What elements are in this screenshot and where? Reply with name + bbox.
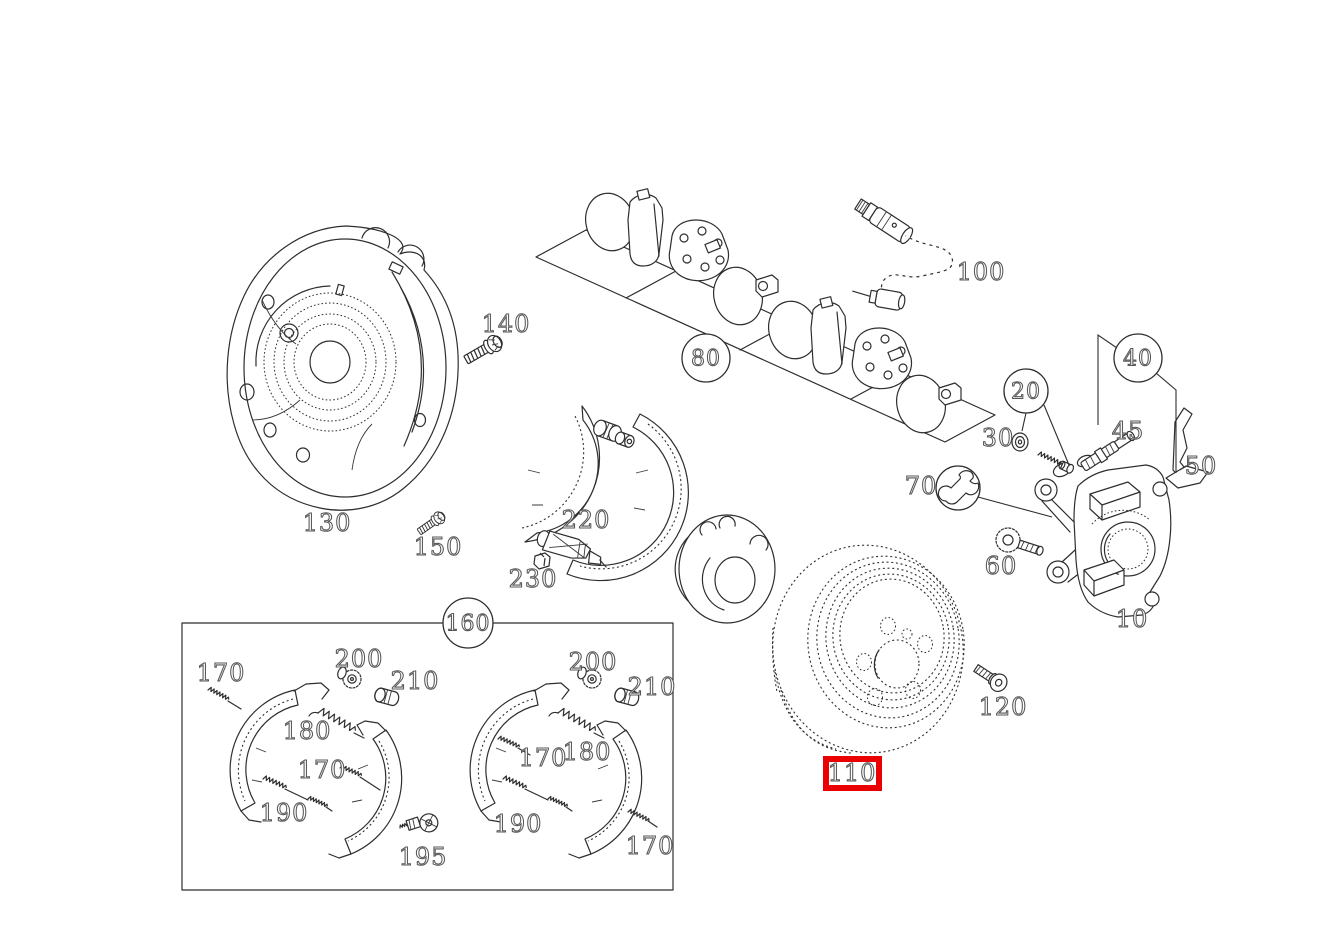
callout-circle-80[interactable] [681,333,731,383]
brake-pads-assembly [535,188,996,443]
part-label-120[interactable]: 120 [978,692,1028,721]
part-label-80[interactable]: 80 [690,346,721,372]
part-label-130[interactable]: 130 [302,508,352,537]
shoe-kit-box [181,622,674,891]
adjuster-nut [614,431,635,448]
part-label-110-selected[interactable]: 110 [827,758,877,787]
bleeder-parts-drawing [1011,432,1075,474]
callout-circle-40[interactable] [1113,333,1163,383]
wrench-icon [937,470,980,505]
part-label-200-right[interactable]: 200 [568,647,618,676]
shoe-kit-core-left [229,666,403,859]
caliper-drawing [1034,454,1172,618]
part-label-230[interactable]: 230 [508,564,558,593]
hub-flange-drawing [674,514,776,624]
wear-sensor-drawing [852,198,954,311]
adjuster-barrel [593,419,622,442]
part-label-190-right[interactable]: 190 [493,809,543,838]
part-label-45[interactable]: 45 [1111,416,1145,445]
expander-195-drawing [398,813,439,833]
part-label-170-lower-right[interactable]: 170 [625,831,675,860]
part-label-40[interactable]: 40 [1122,346,1153,372]
leader-lines [977,333,1177,518]
part-label-150[interactable]: 150 [413,532,463,561]
part-label-50[interactable]: 50 [1184,451,1218,480]
brake-disc-drawing [771,544,965,754]
part-label-220[interactable]: 220 [561,505,611,534]
expander-lock-drawing [536,530,607,568]
bolt-60-drawing [995,527,1044,556]
spring-clip-50-drawing [1165,407,1209,489]
part-label-160[interactable]: 160 [445,611,491,637]
part-label-100[interactable]: 100 [956,257,1006,286]
part-label-200-left[interactable]: 200 [334,644,384,673]
guide-bolt-45-drawing [1080,430,1136,472]
part-label-20[interactable]: 20 [1010,379,1041,405]
part-label-170-mid-left[interactable]: 170 [297,755,347,784]
part-label-210-left[interactable]: 210 [390,666,440,695]
callout-circle-20[interactable] [1003,368,1049,414]
callout-circle-160[interactable] [442,597,494,649]
part-label-70[interactable]: 70 [904,471,938,500]
part-label-140[interactable]: 140 [481,309,531,338]
part-label-10[interactable]: 10 [1115,604,1149,633]
parking-brake-shoe-ring [521,405,689,582]
part-label-195[interactable]: 195 [398,842,448,871]
part-label-30[interactable]: 30 [981,423,1015,452]
screw-120-drawing [973,664,1008,693]
part-label-170-upper-left[interactable]: 170 [196,658,246,687]
part-label-190-left[interactable]: 190 [259,798,309,827]
part-label-180-right[interactable]: 180 [562,737,612,766]
kit-left-extras [207,686,439,833]
part-label-180-left[interactable]: 180 [282,716,332,745]
pad-set [585,188,962,434]
part-label-60[interactable]: 60 [984,551,1018,580]
part-label-210-right[interactable]: 210 [627,672,677,701]
backing-plate-drawing [226,225,459,511]
highlight-box [823,756,882,791]
part-label-170-mid-right[interactable]: 170 [518,743,568,772]
kit-right-extras [497,735,658,828]
